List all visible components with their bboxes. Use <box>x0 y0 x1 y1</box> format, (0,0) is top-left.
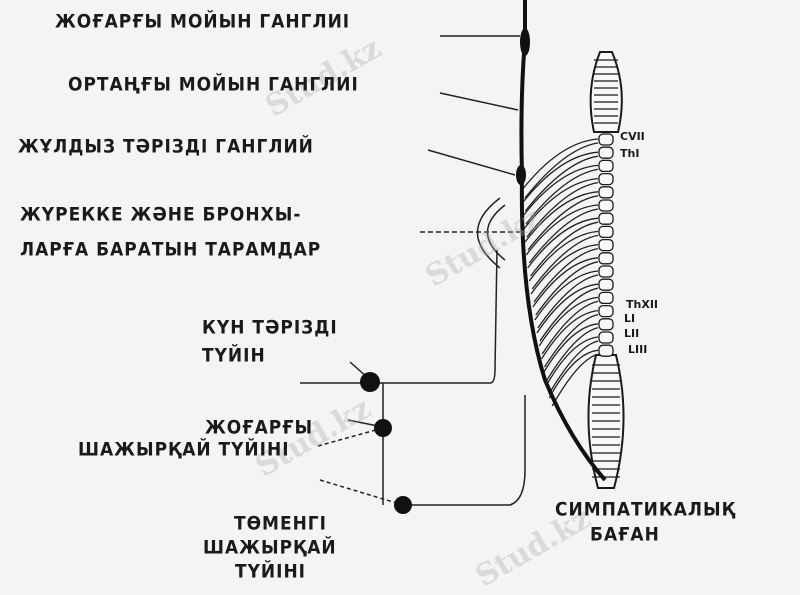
vertebra <box>598 225 614 239</box>
ramus-communicans <box>524 142 599 199</box>
vertebra-label-lii: LII <box>624 327 640 340</box>
ramus-communicans <box>538 296 599 347</box>
label-cardiac-branches-1: ЖҮРЕККЕ ЖӘНЕ БРОНХЫ- <box>20 204 302 226</box>
label-middle-cervical-ganglion: ОРТАҢҒЫ МОЙЫН ГАНГЛИІ <box>68 74 359 96</box>
vertebra-label-li: LI <box>624 312 636 325</box>
vertebra <box>598 291 614 305</box>
vertebra <box>598 344 614 357</box>
label-celiac-ganglion-2: ТҮЙІН <box>202 345 266 367</box>
ramus-communicans <box>546 327 599 381</box>
vertebra <box>598 318 614 331</box>
ramus-communicans <box>522 164 599 217</box>
ramus-communicans <box>536 283 599 334</box>
vertebra <box>598 278 614 291</box>
inferior-mesenteric-ganglion <box>394 496 412 514</box>
label-inferior-mesenteric-2: ШАЖЫРҚАЙ <box>203 537 337 559</box>
vertebra-label-liii: LIII <box>628 343 648 356</box>
ramus-communicans <box>527 217 599 269</box>
label-superior-cervical-ganglion: ЖОҒАРҒЫ МОЙЫН ГАНГЛИІ <box>55 11 351 33</box>
label-cardiac-branches-2: ЛАРҒА БАРАТЫН ТАРАМДАР <box>20 239 322 261</box>
ramus-communicans <box>545 336 599 386</box>
ramus-communicans <box>521 151 599 204</box>
label-inferior-mesenteric-3: ТҮЙІНІ <box>235 561 307 583</box>
vertebra-label-thi: ThI <box>620 147 640 160</box>
ramus-communicans <box>523 177 599 230</box>
vertebra <box>598 304 614 318</box>
vertebra <box>598 159 614 173</box>
vertebra <box>598 265 614 278</box>
ramus-communicans <box>539 287 599 342</box>
ramus-communicans <box>535 261 599 316</box>
ramus-communicans <box>541 300 599 355</box>
ramus-communicans <box>527 195 599 251</box>
ramus-communicans <box>543 323 599 373</box>
ramus-communicans <box>530 221 599 277</box>
vertebra-label-cvii: CVII <box>620 130 645 143</box>
label-superior-mesenteric-1: ЖОҒАРҒЫ <box>205 417 314 439</box>
superior-cervical-ganglion <box>520 28 530 56</box>
vertebra <box>598 199 614 212</box>
label-stellate-ganglion: ЖҰЛДЫЗ ТӘРІЗДІ ГАНГЛИЙ <box>18 136 314 158</box>
vertebra <box>598 146 614 159</box>
vertebra <box>598 172 614 186</box>
celiac-ganglion <box>360 372 380 392</box>
ramus-communicans <box>524 191 599 243</box>
ramus-communicans <box>531 234 599 290</box>
vertebra-label-thxii: ThXII <box>626 298 659 311</box>
vertebra <box>598 133 614 146</box>
ramus-communicans <box>526 181 599 238</box>
sympathetic-trunk <box>519 0 607 482</box>
vertebra <box>598 186 614 199</box>
ramus-communicans <box>528 208 599 264</box>
label-inferior-mesenteric-1: ТӨМЕНГІ <box>234 513 327 535</box>
ramus-communicans <box>528 230 599 282</box>
stellate-ganglion <box>516 165 526 185</box>
ramus-communicans <box>540 309 599 360</box>
ramus-communicans <box>532 257 599 308</box>
superior-mesenteric-ganglion <box>374 419 392 437</box>
ramus-communicans <box>524 155 599 212</box>
ramus-communicans <box>521 138 599 191</box>
ramus-communicans <box>534 270 599 321</box>
ramus-communicans <box>548 340 599 394</box>
vertebra <box>598 238 614 252</box>
label-celiac-ganglion-1: КҮН ТӘРІЗДІ <box>202 317 338 339</box>
vertebra <box>598 331 614 344</box>
label-superior-mesenteric-2: ШАЖЫРҚАЙ ТҮЙІНІ <box>78 439 290 461</box>
vertebra <box>598 212 614 225</box>
ramus-communicans <box>533 247 599 303</box>
cervical-segment <box>589 51 623 133</box>
ramus-communicans <box>551 353 599 407</box>
spinal-column <box>587 51 625 489</box>
ramus-communicans <box>543 313 599 368</box>
ramus-communicans <box>525 204 599 256</box>
ramus-communicans <box>525 168 599 225</box>
vertebra <box>598 252 614 265</box>
ramus-communicans <box>537 274 599 329</box>
label-sympathetic-trunk-2: БАҒАН <box>590 524 660 546</box>
ramus-communicans <box>530 243 599 295</box>
label-sympathetic-trunk-1: СИМПАТИКАЛЫҚ <box>555 499 736 521</box>
ramus-communicans <box>548 349 599 399</box>
